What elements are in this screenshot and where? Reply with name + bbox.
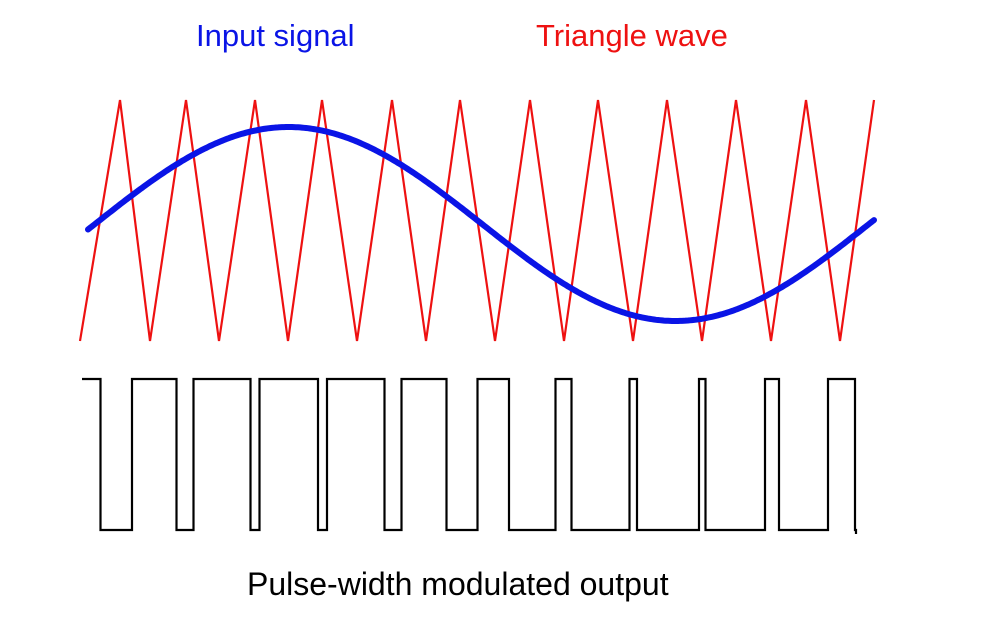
triangle-wave-label: Triangle wave: [536, 18, 728, 53]
pwm-output-label: Pulse-width modulated output: [247, 566, 669, 602]
input-signal-curve: [85, 124, 877, 324]
pwm-output-waveform: [82, 377, 858, 534]
input-signal-label: Input signal: [196, 18, 355, 53]
